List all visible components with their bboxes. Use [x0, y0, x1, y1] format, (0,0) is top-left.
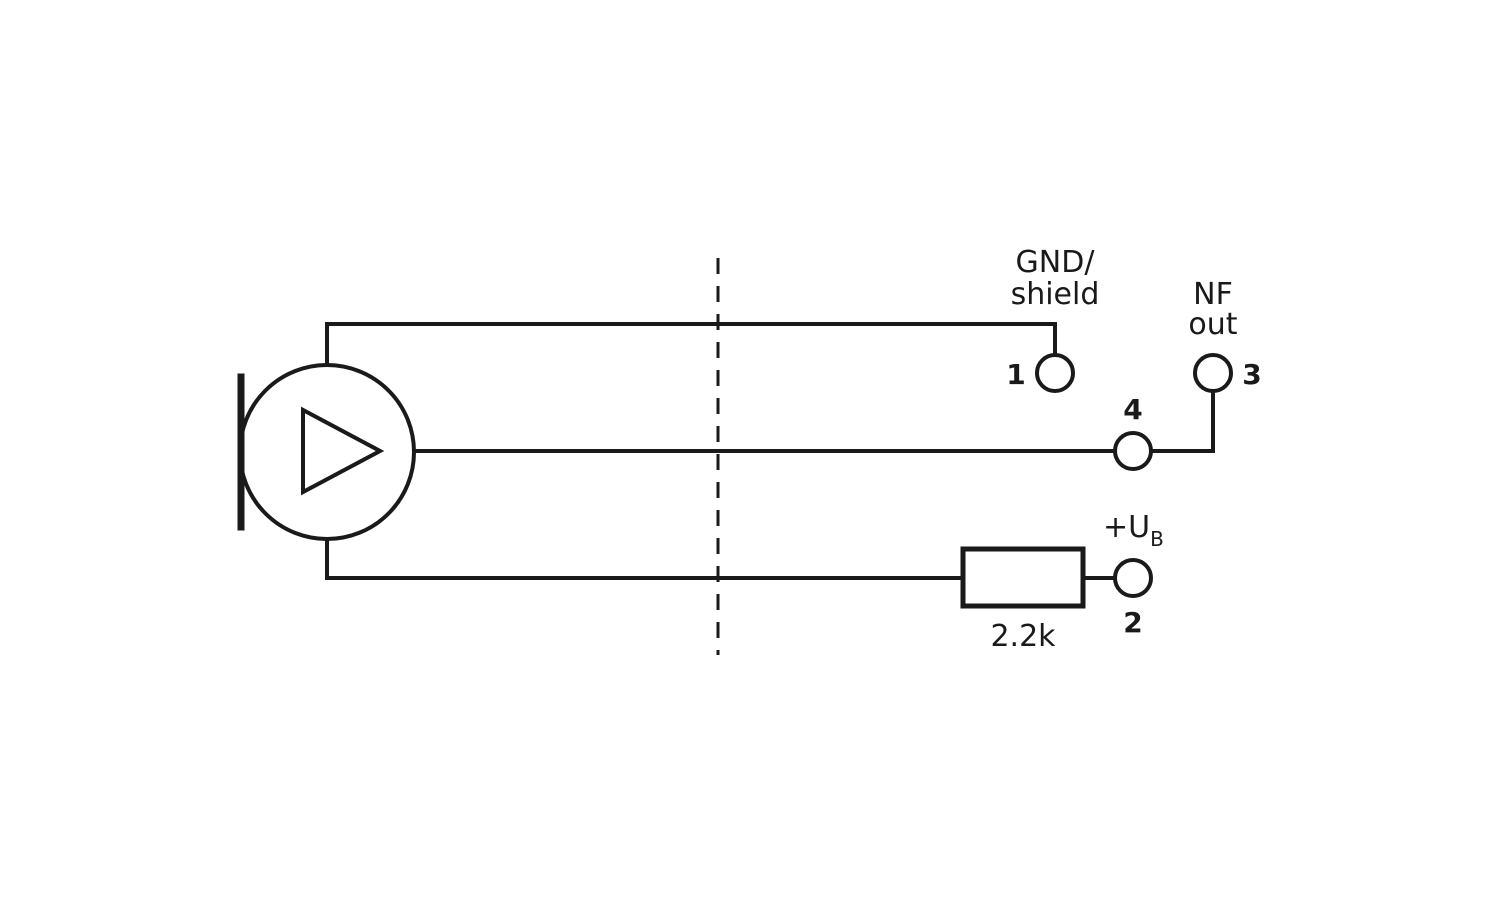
pin-1-terminal: [1035, 353, 1075, 393]
supply-voltage-subscript: B: [1150, 527, 1164, 551]
pin-2-terminal: [1113, 558, 1153, 598]
resistor-value-label: 2.2k: [990, 619, 1056, 654]
microphone-capsule-circle: [238, 363, 416, 541]
gnd-label-line-2: shield: [1011, 277, 1100, 312]
resistor-symbol: [960, 546, 1086, 609]
nf-out-label-line-2: out: [1188, 307, 1237, 342]
pin-2-number: 2: [1123, 606, 1142, 639]
pin-3-number: 3: [1242, 358, 1261, 391]
pin-4-terminal: [1113, 431, 1153, 471]
supply-voltage-label: +UB: [1103, 510, 1164, 551]
nf-out-label-line-1: NF: [1193, 277, 1233, 312]
ground-shield-wire: [325, 322, 1057, 367]
pin-3-terminal: [1193, 353, 1233, 393]
nf-out-link-wire: [1149, 390, 1215, 453]
pin-4-number: 4: [1123, 393, 1142, 426]
gnd-label-line-1: GND/: [1016, 245, 1096, 280]
pin-1-number: 1: [1006, 358, 1025, 391]
supply-wire: [325, 537, 965, 580]
amplifier-triangle-icon: [301, 406, 385, 496]
microphone-symbol: [237, 363, 416, 541]
supply-voltage-main: +U: [1103, 510, 1150, 545]
